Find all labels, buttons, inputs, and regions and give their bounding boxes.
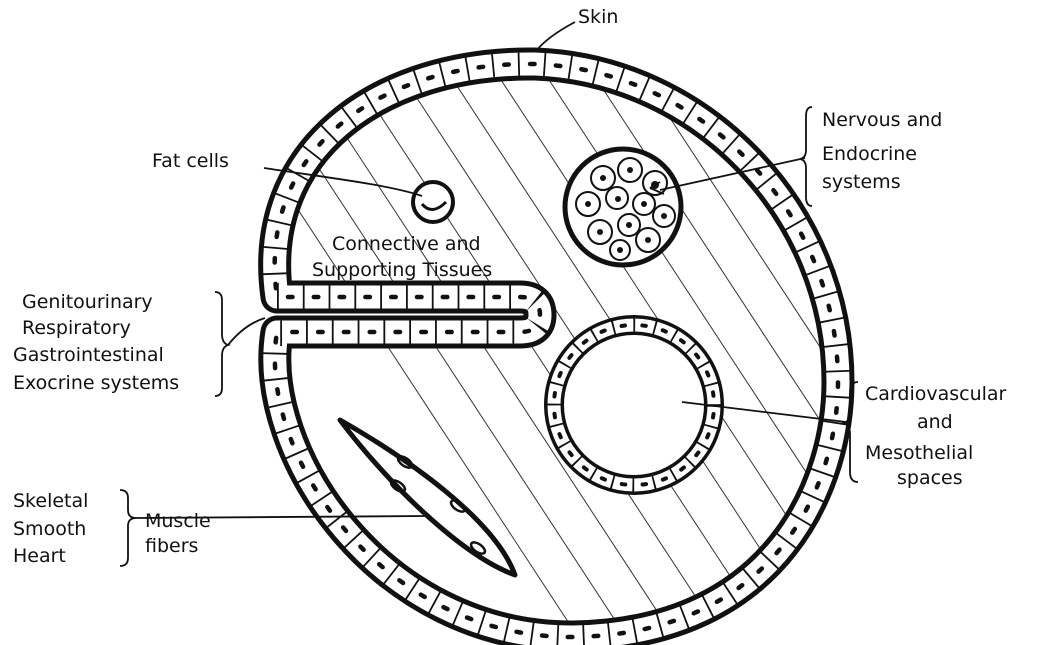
cardio-label-line1: Cardiovascular <box>865 383 1007 405</box>
nervous-bracket <box>800 107 812 206</box>
skin-cell-interior <box>275 64 838 637</box>
nervous-label-line1: Nervous and <box>822 109 942 131</box>
muscle-type-smooth: Smooth <box>13 518 86 540</box>
fat-cell <box>413 182 453 222</box>
epithelial-label-line2: Respiratory <box>22 317 131 339</box>
cardio-label-line3: Mesothelial <box>865 442 973 464</box>
connective-label-line1: Connective and <box>332 233 481 255</box>
epithelial-bracket <box>215 292 228 396</box>
cardiovascular-vessel <box>550 321 718 489</box>
fat-cells-label: Fat cells <box>152 150 229 172</box>
epithelial-label-line1: Genitourinary <box>22 291 153 313</box>
muscle-bracket <box>120 490 136 566</box>
skin-leader <box>537 22 575 50</box>
nervous-label-line2: Endocrine <box>822 143 917 165</box>
muscle-label-line2: fibers <box>145 535 198 557</box>
nervous-label-line3: systems <box>822 171 901 193</box>
skin-label: Skin <box>578 6 618 28</box>
cardio-label-line2: and <box>917 411 953 433</box>
epithelial-label-line4: Exocrine systems <box>13 372 179 394</box>
connective-label-line2: Supporting Tissues <box>312 259 492 281</box>
muscle-type-skeletal: Skeletal <box>13 490 88 512</box>
muscle-label-line1: Muscle <box>145 510 211 532</box>
epithelial-label-line3: Gastrointestinal <box>13 344 164 366</box>
cardio-label-line4: spaces <box>897 467 963 489</box>
muscle-type-heart: Heart <box>13 545 66 567</box>
endocrine-gland <box>565 149 681 265</box>
